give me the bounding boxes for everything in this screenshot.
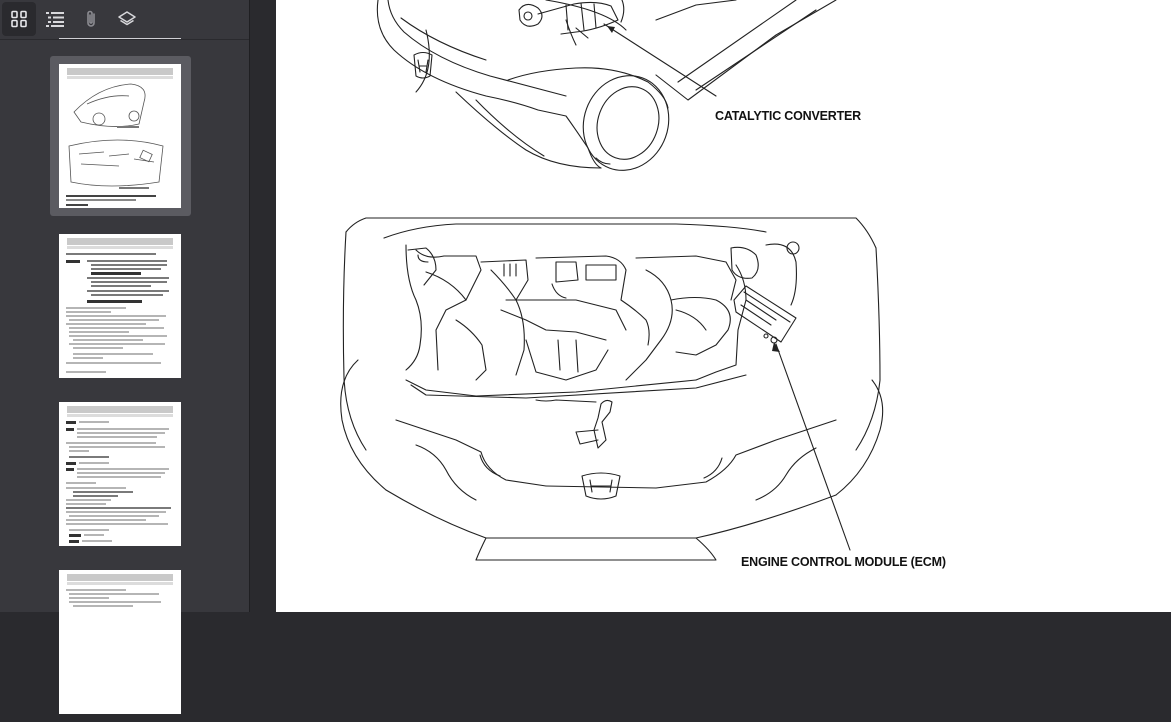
sidebar-toolbar bbox=[0, 0, 249, 40]
page-thumbnail-4[interactable] bbox=[50, 562, 191, 722]
page-thumbnail-1[interactable] bbox=[50, 56, 191, 216]
attachments-button[interactable] bbox=[74, 2, 108, 36]
page-thumbnail-image bbox=[59, 234, 181, 378]
component-location-diagram bbox=[340, 0, 884, 561]
page-thumbnail-3[interactable] bbox=[50, 394, 191, 554]
catalytic-converter-label: CATALYTIC CONVERTER bbox=[715, 109, 861, 123]
page-thumbnail-image bbox=[59, 64, 181, 208]
thumbnail-separator bbox=[59, 38, 181, 39]
thumbnails-button[interactable] bbox=[2, 2, 36, 36]
ecm-label: ENGINE CONTROL MODULE (ECM) bbox=[741, 555, 946, 569]
layers-icon bbox=[118, 11, 136, 26]
layers-button[interactable] bbox=[110, 2, 144, 36]
sidebar-resizer[interactable] bbox=[250, 0, 276, 612]
page-thumbnail-2[interactable] bbox=[50, 226, 191, 386]
outline-button[interactable] bbox=[38, 2, 72, 36]
grid-icon bbox=[11, 10, 27, 28]
document-page: CATALYTIC CONVERTER ENGINE CONTROL MODUL… bbox=[276, 0, 1171, 612]
page-thumbnail-image bbox=[59, 570, 181, 714]
sidebar bbox=[0, 0, 250, 714]
list-icon bbox=[46, 12, 64, 27]
page-thumbnail-image bbox=[59, 402, 181, 546]
paperclip-icon bbox=[87, 10, 95, 27]
